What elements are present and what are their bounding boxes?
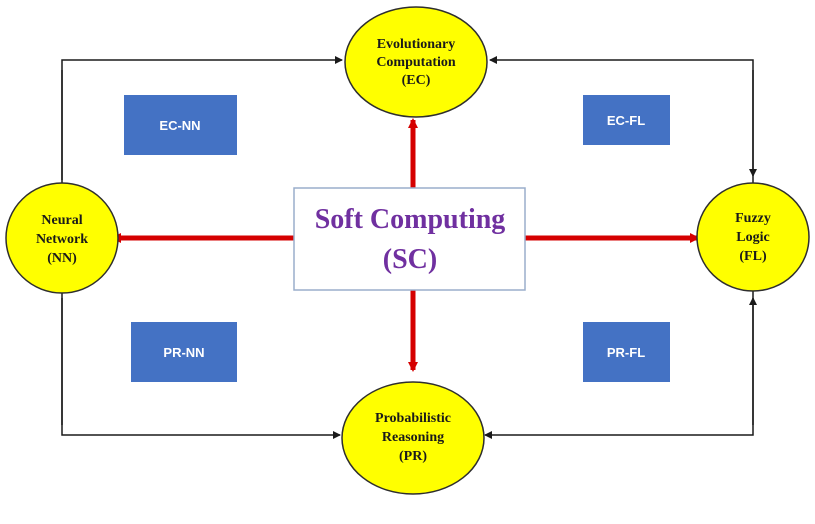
box-ec-nn-label: EC-NN — [159, 118, 200, 133]
box-pr-fl: PR-FL — [583, 322, 670, 382]
center-subtitle: (SC) — [383, 244, 437, 275]
node-fl-line2: Logic — [736, 230, 769, 245]
node-pr-line1: Probabilistic — [375, 411, 451, 426]
node-nn-line2: Network — [36, 232, 88, 247]
node-nn: Neural Network (NN) — [5, 182, 119, 294]
node-nn-line3: (NN) — [47, 251, 77, 266]
node-pr-line2: Reasoning — [382, 430, 444, 445]
node-nn-line1: Neural — [41, 213, 82, 228]
center-title: Soft Computing — [315, 204, 506, 235]
box-pr-nn-label: PR-NN — [163, 345, 204, 360]
box-ec-fl: EC-FL — [583, 95, 670, 145]
box-ec-nn: EC-NN — [124, 95, 237, 155]
node-fl: Fuzzy Logic (FL) — [696, 182, 810, 292]
node-fl-line3: (FL) — [739, 249, 767, 264]
node-ec: Evolutionary Computation (EC) — [344, 6, 488, 118]
node-pr-line3: (PR) — [399, 449, 427, 464]
box-pr-nn: PR-NN — [131, 322, 237, 382]
node-fl-line1: Fuzzy — [735, 211, 771, 226]
node-ec-line2: Computation — [376, 55, 456, 70]
box-ec-fl-label: EC-FL — [607, 113, 645, 128]
node-ec-line3: (EC) — [402, 73, 431, 88]
node-pr: Probabilistic Reasoning (PR) — [341, 381, 485, 495]
node-ec-line1: Evolutionary — [377, 37, 456, 52]
center-box: Soft Computing (SC) — [293, 187, 526, 291]
box-pr-fl-label: PR-FL — [607, 345, 645, 360]
